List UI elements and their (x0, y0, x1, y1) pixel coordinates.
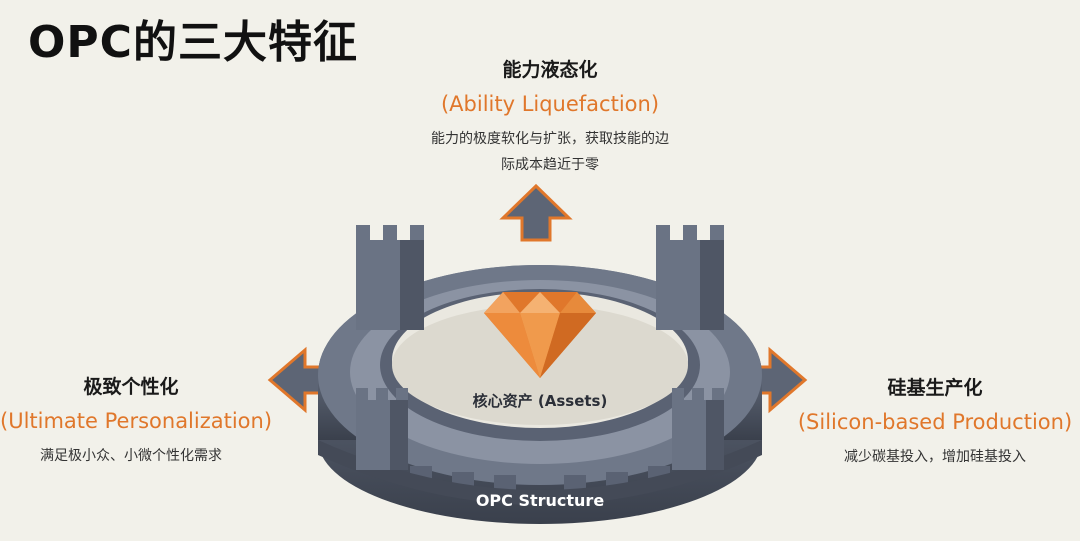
page-title: OPC的三大特征 (28, 17, 358, 68)
tower-front-right (672, 388, 724, 470)
feature-silicon-based-production: 硅基生产化 (Silicon-based Production) 减少碳基投入，… (790, 373, 1080, 470)
structure-label: OPC Structure (475, 491, 605, 510)
feature-heading: 极致个性化 (83, 376, 179, 398)
center-assets-label: 核心资产 (Assets) (472, 392, 608, 410)
arrow-up-icon (499, 183, 573, 242)
feature-description: 减少碳基投入，增加硅基投入 (844, 449, 1026, 465)
gem-icon (484, 292, 596, 378)
feature-description-line: 际成本趋近于零 (501, 157, 599, 173)
tower-back-right (656, 225, 724, 330)
tower-front-left (356, 388, 408, 470)
feature-english: (Silicon-based Production) (797, 410, 1073, 434)
feature-english: (Ability Liquefaction) (440, 92, 660, 116)
feature-description-line: 能力的极度软化与扩张，获取技能的边 (431, 131, 669, 147)
feature-heading: 能力液态化 (502, 59, 598, 81)
feature-english: (Ultimate Personalization) (0, 409, 273, 433)
tower-back-left (356, 225, 424, 330)
feature-description: 满足极小众、小微个性化需求 (40, 448, 222, 464)
feature-description: 能力的极度软化与扩张，获取技能的边 际成本趋近于零 (390, 126, 710, 178)
feature-ultimate-personalization: 极致个性化 (Ultimate Personalization) 满足极小众、小… (0, 372, 273, 469)
feature-ability-liquefaction: 能力液态化 (Ability Liquefaction) 能力的极度软化与扩张，… (390, 55, 710, 178)
feature-heading: 硅基生产化 (887, 377, 983, 399)
